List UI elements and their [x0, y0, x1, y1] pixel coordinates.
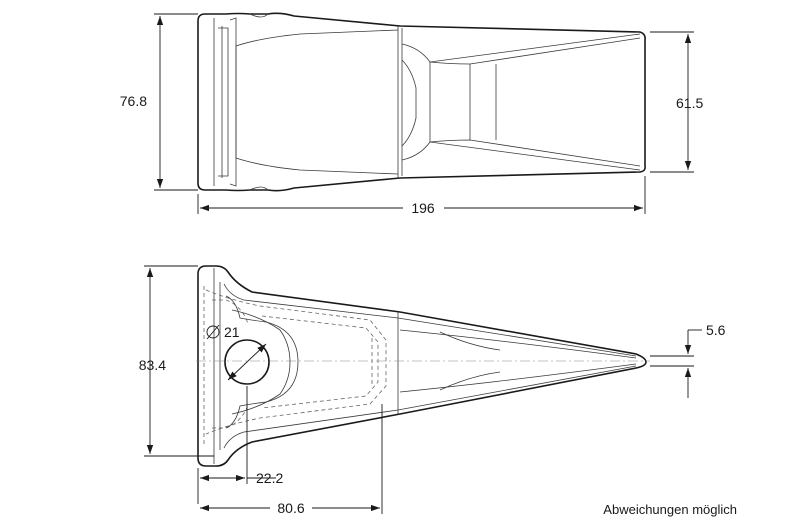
dim-offset-label: 22.2 [256, 470, 283, 486]
side-view: 21 83.4 5.6 22.2 80.6 [139, 265, 726, 516]
dim-tip-label: 5.6 [706, 322, 726, 338]
dim-height-left-label: 76.8 [120, 93, 147, 109]
top-view: 76.8 61.5 196 [120, 12, 703, 216]
top-view-outline [197, 12, 646, 192]
dim-length-label: 196 [411, 200, 435, 216]
dim-depth-label: 80.6 [277, 500, 304, 516]
side-view-outline [197, 265, 647, 467]
pin-hole [224, 339, 270, 385]
dim-hole-label: 21 [224, 324, 240, 340]
deviation-note: Abweichungen möglich [603, 502, 737, 517]
dim-height-right-label: 61.5 [676, 95, 703, 111]
diameter-icon [206, 324, 220, 340]
dim-height-label: 83.4 [139, 357, 166, 373]
